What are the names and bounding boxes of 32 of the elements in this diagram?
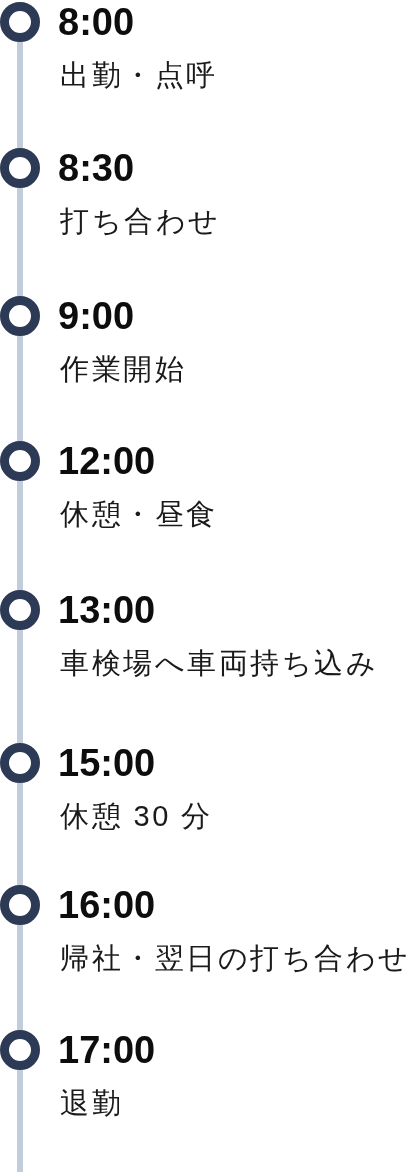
time-label: 12:00 [58,442,156,480]
timeline-marker [0,1030,40,1070]
activity-label: 出勤・点呼 [60,58,218,93]
activity-label: 退勤 [60,1086,123,1121]
time-label: 9:00 [58,297,135,335]
timeline-marker [0,148,40,188]
time-label: 15:00 [58,744,156,782]
timeline-line [17,336,23,441]
time-label: 17:00 [58,1031,156,1069]
timeline-line [17,1070,23,1172]
timeline-line [17,481,23,590]
timeline-marker [0,441,40,481]
timeline-marker [0,743,40,783]
timeline-marker [0,590,40,630]
activity-label: 作業開始 [60,352,186,387]
timeline-line [17,925,23,1030]
timeline-marker [0,296,40,336]
activity-label: 休憩・昼食 [60,497,218,532]
activity-label: 休憩 30 分 [60,799,213,834]
activity-label: 車検場へ車両持ち込み [60,646,378,681]
timeline-marker [0,885,40,925]
time-label: 8:30 [58,149,135,187]
timeline-marker [0,2,40,42]
timeline-line [17,783,23,885]
activity-label: 帰社・翌日の打ち合わせ [60,941,410,976]
timeline-line [17,630,23,743]
timeline-line [17,188,23,296]
time-label: 16:00 [58,886,156,924]
time-label: 13:00 [58,591,156,629]
activity-label: 打ち合わせ [60,204,221,239]
time-label: 8:00 [58,3,135,41]
timeline-line [17,42,23,148]
